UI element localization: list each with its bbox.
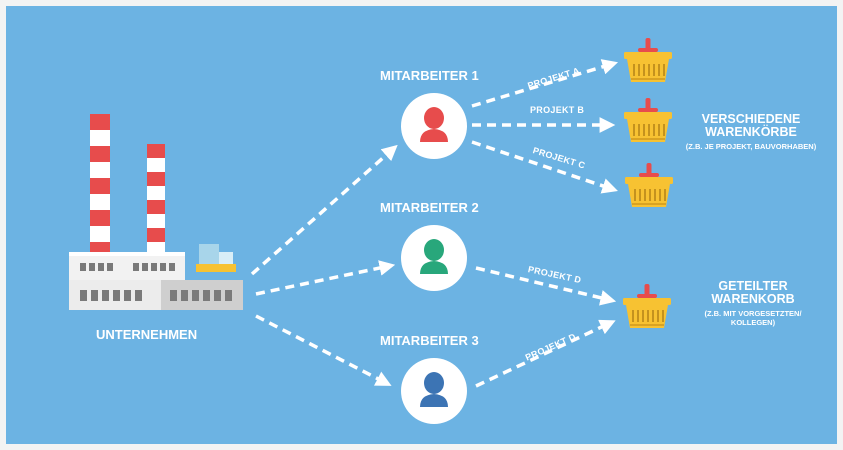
- arrow-projekt-d-2: [475, 319, 616, 388]
- shared-subtitle-line-1: (Z.B. MIT VORGESETZTEN/: [704, 309, 802, 319]
- arrow-company-to-employee-3: [255, 314, 392, 386]
- shared-subtitle-line-2: KOLLEGEN): [730, 318, 776, 328]
- arrow-projekt-d-1: [475, 266, 617, 306]
- chimney-right: [147, 144, 165, 252]
- employee-2-label: MITARBEITER 2: [380, 200, 479, 215]
- shared-title-line-1: GETEILTER: [718, 279, 788, 293]
- employee-1-label: MITARBEITER 1: [380, 68, 479, 83]
- separate-title-line-2: WARENKÖRBE: [705, 125, 797, 140]
- basket-icon-shared: [622, 283, 672, 329]
- arrow-projekt-a: [471, 59, 619, 108]
- basket-icon-projekt-b: [623, 97, 673, 143]
- shared-title-line-2: WARENKORB: [711, 292, 795, 307]
- project-arrows: [471, 59, 619, 388]
- avatar-employee-1: [401, 93, 467, 159]
- basket-icon-projekt-c: [624, 162, 674, 208]
- factory-icon: [69, 114, 243, 310]
- company-arrows: [250, 144, 398, 386]
- basket-icon-projekt-a: [623, 37, 673, 83]
- separate-baskets-caption: VERSCHIEDENE WARENKÖRBE (Z.B. JE PROJEKT…: [666, 112, 836, 152]
- employee-3-label: MITARBEITER 3: [380, 333, 479, 348]
- avatar-employee-2: [401, 225, 467, 291]
- separate-subtitle: (Z.B. JE PROJEKT, BAUVORHABEN): [685, 142, 817, 152]
- shared-basket-caption: GETEILTER WARENKORB (Z.B. MIT VORGESETZT…: [678, 279, 828, 328]
- arrow-company-to-employee-2: [255, 260, 396, 296]
- projekt-b-label: PROJEKT B: [530, 105, 585, 115]
- arrow-projekt-c: [471, 140, 618, 194]
- diagram-graphics: [69, 37, 674, 424]
- company-label: UNTERNEHMEN: [96, 327, 198, 342]
- separate-title-line-1: VERSCHIEDENE: [701, 112, 801, 126]
- chimney-left: [90, 114, 110, 252]
- avatar-employee-3: [401, 358, 467, 424]
- diagram-canvas: UNTERNEHMEN MITARBEITER 1 MITARBEITER 2 …: [6, 6, 837, 444]
- arrow-company-to-employee-1: [250, 144, 398, 276]
